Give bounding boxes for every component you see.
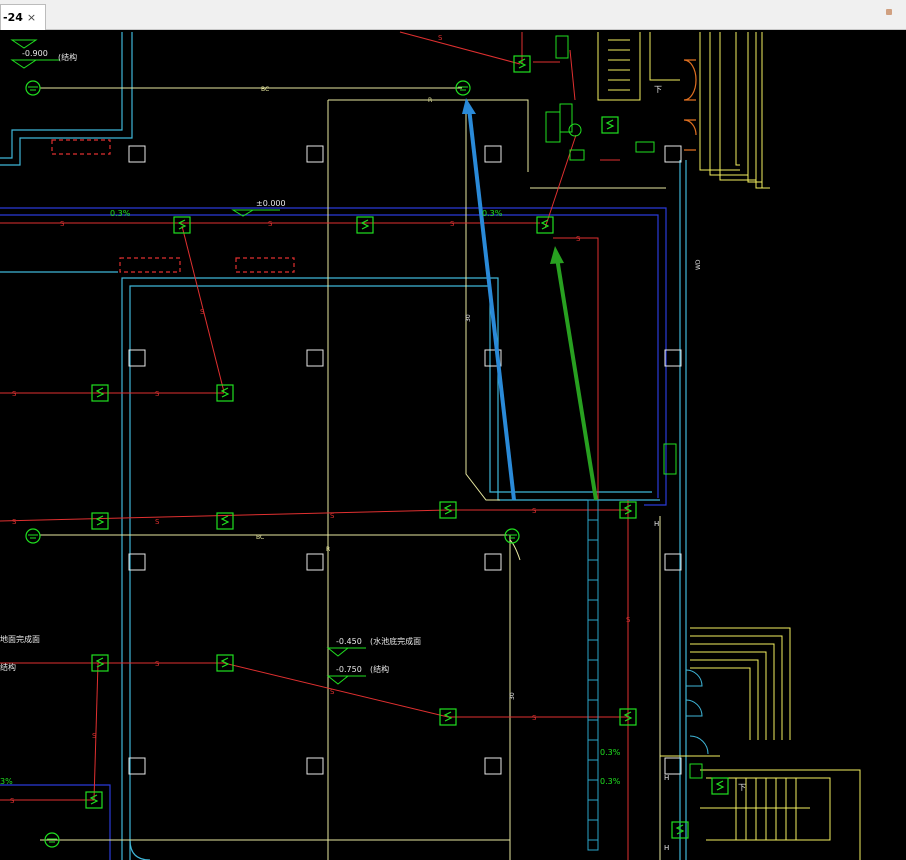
elevation-markers — [10, 39, 366, 685]
annotation-arrows — [462, 98, 598, 501]
svg-text:S: S — [576, 235, 581, 243]
thirty-label-a: 30 — [465, 314, 472, 322]
pipe-s-labels: S S S S S S S S S S S S S S S S S S — [10, 34, 631, 805]
svg-text:S: S — [532, 714, 537, 722]
bc-label-top: BC — [261, 86, 269, 93]
svg-text:S: S — [155, 660, 160, 668]
r-label-mid: R — [326, 546, 330, 553]
svg-text:S: S — [155, 518, 160, 526]
slope-label-4: 0.3% — [600, 777, 621, 786]
door-symbols-cyan — [685, 669, 709, 755]
drawing-tab[interactable]: -24 × — [0, 4, 46, 30]
elevation-label-pool-struct: -0.750 — [336, 665, 362, 674]
struct-label-top: (结构 — [58, 52, 77, 62]
elevation-label-struct-top: -0.900 — [22, 49, 48, 58]
slope-label-1: 0.3% — [110, 209, 131, 218]
svg-text:S: S — [450, 220, 455, 228]
boundary-lines — [0, 207, 667, 860]
svg-text:S: S — [10, 797, 15, 805]
svg-text:S: S — [626, 616, 631, 624]
svg-text:H: H — [664, 774, 669, 782]
thirty-label-b: 30 — [509, 692, 516, 700]
pool-struct-label: (结构 — [370, 664, 389, 674]
svg-text:H: H — [664, 844, 669, 852]
close-icon[interactable]: × — [26, 11, 37, 24]
svg-text:S: S — [12, 390, 17, 398]
svg-text:S: S — [438, 34, 443, 42]
slope-label-5: 3% — [0, 777, 13, 786]
sensor-symbols — [85, 55, 729, 839]
svg-text:S: S — [532, 507, 537, 515]
trench-drain — [587, 499, 599, 851]
stair-outline-top — [597, 32, 770, 189]
elevation-label-pool: -0.450 — [336, 637, 362, 646]
pipe-lines — [0, 31, 629, 860]
svg-text:S: S — [12, 518, 17, 526]
drawing-tab-label: -24 — [3, 11, 23, 24]
toolbar-indicator-icon — [886, 9, 892, 15]
floor-finish-label: 地面完成面 — [0, 634, 40, 644]
pipe-h-labels: H H H — [654, 520, 669, 852]
wd-label: WD — [695, 259, 702, 270]
down-label-bottom: 下 — [738, 783, 746, 792]
drawing-labels: -0.900 (结构 ±0.000 0.3% 0.3% 0.3% 0.3% 3%… — [0, 49, 746, 792]
left-struct-label: 结构 — [0, 662, 16, 672]
outlet-head-symbols — [25, 80, 520, 848]
dimension-lines — [40, 87, 666, 860]
svg-text:S: S — [330, 688, 335, 696]
r-label-top: R — [428, 97, 432, 104]
stair-outline-bottom — [660, 627, 861, 860]
svg-text:S: S — [268, 220, 273, 228]
slope-label-3: 0.3% — [600, 748, 621, 757]
document-tab-bar: -24 × — [0, 0, 906, 30]
svg-text:S: S — [330, 512, 335, 520]
bc-label-mid: BC — [256, 534, 264, 541]
svg-text:S: S — [60, 220, 65, 228]
elevation-label-zero: ±0.000 — [256, 199, 286, 208]
svg-text:S: S — [200, 308, 205, 316]
cad-drawing-canvas[interactable]: -0.900 (结构 ±0.000 0.3% 0.3% 0.3% 0.3% 3%… — [0, 30, 906, 860]
equipment-room — [545, 35, 703, 779]
down-label-top: 下 — [654, 85, 662, 94]
wall-lines — [0, 32, 687, 860]
equipment-outlines — [51, 139, 295, 273]
svg-text:H: H — [654, 520, 659, 528]
slope-label-2: 0.3% — [482, 209, 503, 218]
door-symbols — [683, 59, 697, 151]
svg-text:S: S — [155, 390, 160, 398]
svg-text:S: S — [92, 732, 97, 740]
pool-finish-label: (水池底完成面 — [370, 636, 421, 646]
